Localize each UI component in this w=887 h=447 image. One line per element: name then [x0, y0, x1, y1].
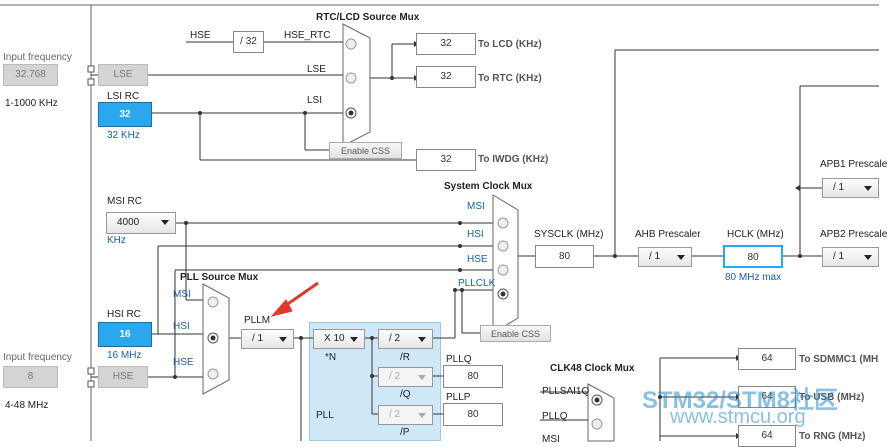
lsi-rc-box[interactable]: 32: [98, 102, 152, 127]
system-clock-mux-title: System Clock Mux: [444, 181, 533, 192]
usb-output-label: To USB (MHz): [799, 392, 865, 403]
lcd-output-box: 32: [416, 33, 476, 55]
chevron-down-icon: [418, 375, 426, 380]
sysclk-label: SYSCLK (MHz): [534, 229, 604, 240]
hse-frequency-input[interactable]: 8: [3, 366, 58, 388]
sysclk-value-box: 80: [535, 245, 594, 268]
clk48-pllq-label: PLLQ: [542, 411, 568, 422]
hse-div32-box[interactable]: / 32: [233, 31, 264, 53]
clk48-msi-label: MSI: [542, 434, 560, 445]
lsi-rc-title: LSI RC: [107, 91, 140, 102]
hse-source-box[interactable]: HSE: [98, 366, 148, 388]
sys-mux-pllclk-label: PLLCLK: [458, 278, 496, 289]
pll-mux-hse-label: HSE: [173, 357, 194, 368]
hsi-rc-title: HSI RC: [107, 309, 141, 320]
chevron-down-icon: [350, 337, 358, 342]
chevron-down-icon: [418, 337, 426, 342]
msi-rc-select[interactable]: 4000: [106, 212, 176, 234]
pll-n-select[interactable]: X 10: [313, 329, 365, 349]
lse-source-box[interactable]: LSE: [98, 64, 148, 86]
pllm-select[interactable]: / 1: [241, 329, 294, 349]
pllm-select-value: / 1: [252, 333, 264, 344]
watermark-line2: www.stmcu.org: [670, 406, 806, 428]
chevron-down-icon: [161, 220, 169, 225]
enable-css-rtc-button[interactable]: Enable CSS: [329, 142, 402, 159]
rng-output-label: To RNG (MHz): [799, 431, 866, 442]
pll-n-label: *N: [325, 352, 337, 363]
pll-q-select[interactable]: / 2: [378, 367, 433, 387]
apb1-prescaler-value: / 1: [833, 182, 845, 193]
pll-r-select-value: / 2: [389, 333, 401, 344]
ahb-prescaler-label: AHB Prescaler: [635, 229, 701, 240]
chevron-down-icon: [864, 186, 872, 191]
clock-tree-wires: [0, 4, 879, 442]
lse-frequency-input[interactable]: 32.768: [3, 64, 58, 86]
pllm-label: PLLM: [244, 315, 271, 326]
rtc-lsi-in-label: LSI: [307, 95, 323, 106]
clk48-mux-title: CLK48 Clock Mux: [550, 363, 635, 374]
hsi-rc-box[interactable]: 16: [98, 322, 152, 347]
usb-value-box: 64: [738, 386, 796, 408]
clk48-mux-shape: [587, 383, 615, 442]
msi-rc-select-value: 4000: [117, 217, 140, 228]
msi-unit-label: KHz: [107, 235, 126, 246]
chevron-down-icon: [864, 255, 872, 260]
hse-rtc-label: HSE_RTC: [284, 30, 331, 41]
rtc-mux-title: RTC/LCD Source Mux: [316, 12, 420, 23]
pllp-label: PLLP: [446, 392, 471, 403]
system-clock-mux-shape: [492, 194, 519, 334]
rtc-output-label: To RTC (KHz): [478, 73, 542, 84]
hclk-label: HCLK (MHz): [727, 229, 784, 240]
pll-source-mux-title: PLL Source Mux: [180, 272, 259, 283]
pllq-label: PLLQ: [446, 354, 472, 365]
sys-mux-hsi-label: HSI: [467, 229, 484, 240]
hclk-max-label: 80 MHz max: [725, 272, 782, 283]
pll-n-select-value: X 10: [324, 333, 345, 344]
sys-mux-msi-label: MSI: [467, 201, 485, 212]
pll-r-select[interactable]: / 2: [378, 329, 433, 349]
watermark-line1: STM32/STM8社区: [642, 387, 839, 414]
rtc-lse-in-label: LSE: [307, 64, 326, 75]
pllq-value-box: 80: [443, 365, 503, 388]
clk48-pllsai1q-label: PLLSAI1Q: [542, 386, 590, 397]
lse-range-label: 1-1000 KHz: [5, 98, 58, 109]
pll-r-label: /R: [400, 352, 410, 363]
chevron-down-icon: [279, 337, 287, 342]
input-frequency-label-bottom: Input frequency: [3, 352, 72, 363]
iwdg-output-box: 32: [416, 149, 476, 171]
input-frequency-label-top: Input frequency: [3, 52, 72, 63]
sdmmc-output-label: To SDMMC1 (MH: [799, 354, 879, 365]
pllp-value-box: 80: [443, 403, 503, 426]
hsi-unit-label: 16 MHz: [107, 350, 142, 361]
chevron-down-icon: [418, 413, 426, 418]
apb2-prescaler-label: APB2 Prescale: [820, 229, 887, 240]
pll-q-select-value: / 2: [389, 371, 401, 382]
lsi-unit-label: 32 KHz: [107, 130, 140, 141]
apb1-prescaler-select[interactable]: / 1: [822, 178, 879, 198]
rtc-output-box: 32: [416, 66, 476, 88]
rtc-hse-in-label: HSE: [190, 30, 211, 41]
chevron-down-icon: [677, 255, 685, 260]
annotation-arrow: [270, 281, 319, 317]
enable-css-sys-button[interactable]: Enable CSS: [480, 325, 551, 342]
hse-range-label: 4-48 MHz: [5, 400, 49, 411]
pll-p-select-value: / 2: [389, 409, 401, 420]
iwdg-output-label: To IWDG (KHz): [478, 154, 549, 165]
pll-p-select[interactable]: / 2: [378, 405, 433, 425]
pll-mux-msi-label: MSI: [173, 289, 191, 300]
ahb-prescaler-select[interactable]: / 1: [638, 247, 692, 267]
hclk-value-box[interactable]: 80: [723, 245, 783, 268]
sdmmc-value-box: 64: [738, 348, 796, 370]
apb1-prescaler-label: APB1 Prescale: [820, 159, 887, 170]
ahb-prescaler-value: / 1: [649, 251, 661, 262]
apb2-prescaler-value: / 1: [833, 251, 845, 262]
pll-mux-hsi-label: HSI: [173, 321, 190, 332]
pll-p-label: /P: [400, 427, 410, 438]
lcd-output-label: To LCD (KHz): [478, 39, 542, 50]
pll-q-label: /Q: [400, 389, 411, 400]
sys-mux-hse-label: HSE: [467, 254, 488, 265]
apb2-prescaler-select[interactable]: / 1: [822, 247, 879, 267]
pll-label: PLL: [316, 410, 334, 421]
msi-rc-title: MSI RC: [107, 196, 142, 207]
